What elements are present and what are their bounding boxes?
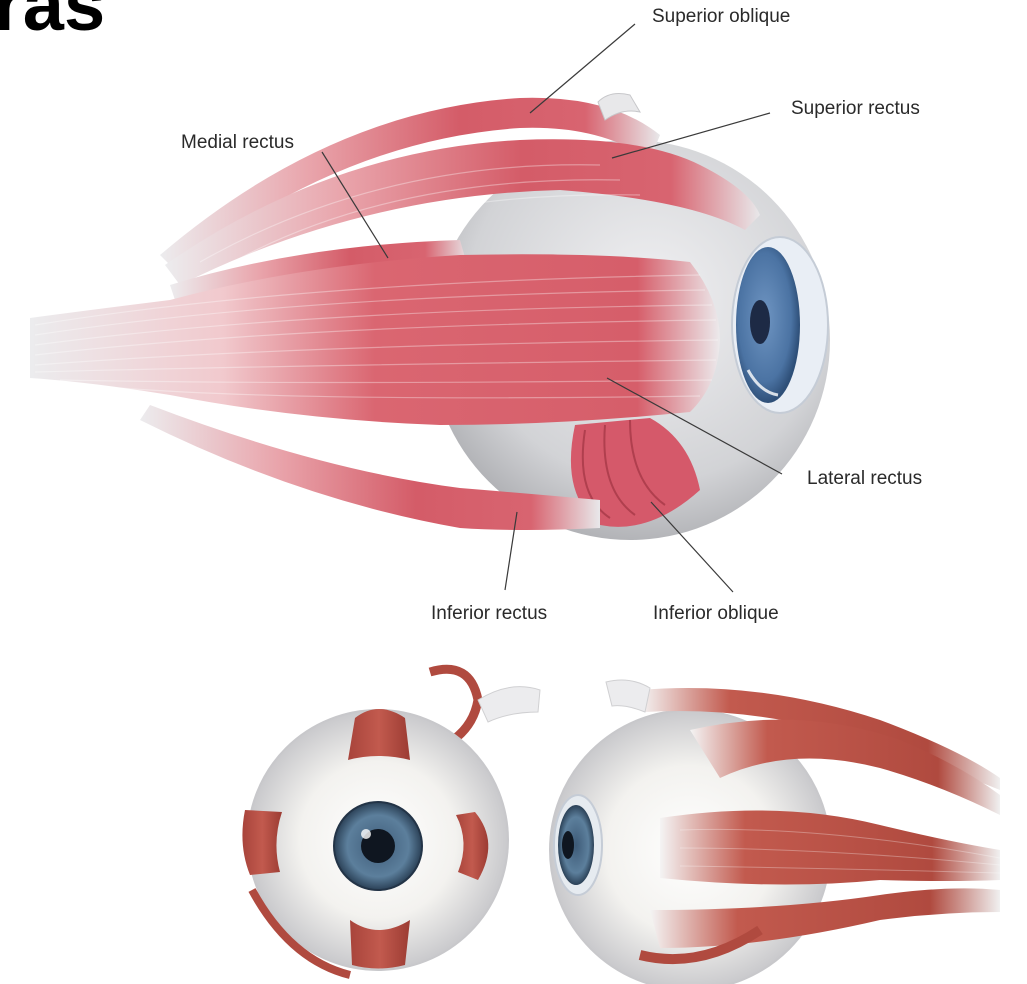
lateral-view-eye <box>550 680 1000 984</box>
front-trochlea <box>478 687 540 722</box>
label-inferior-oblique: Inferior oblique <box>653 603 779 625</box>
label-medial-rectus: Medial rectus <box>181 132 294 154</box>
label-superior-oblique: Superior oblique <box>652 6 790 28</box>
label-lateral-rectus: Lateral rectus <box>807 468 922 490</box>
front-view-eye <box>242 669 540 975</box>
lateral-trochlea <box>606 680 650 712</box>
lateral-rectus-muscle <box>30 254 720 425</box>
label-inferior-rectus: Inferior rectus <box>431 603 547 625</box>
main-eye-side-view <box>30 94 830 540</box>
front-superior-rectus <box>348 709 410 760</box>
label-superior-rectus: Superior rectus <box>791 98 920 120</box>
pupil <box>750 300 770 344</box>
lateral-lateral-rectus <box>660 810 1000 884</box>
lateral-pupil <box>562 831 574 859</box>
front-medial-rectus <box>242 810 282 875</box>
